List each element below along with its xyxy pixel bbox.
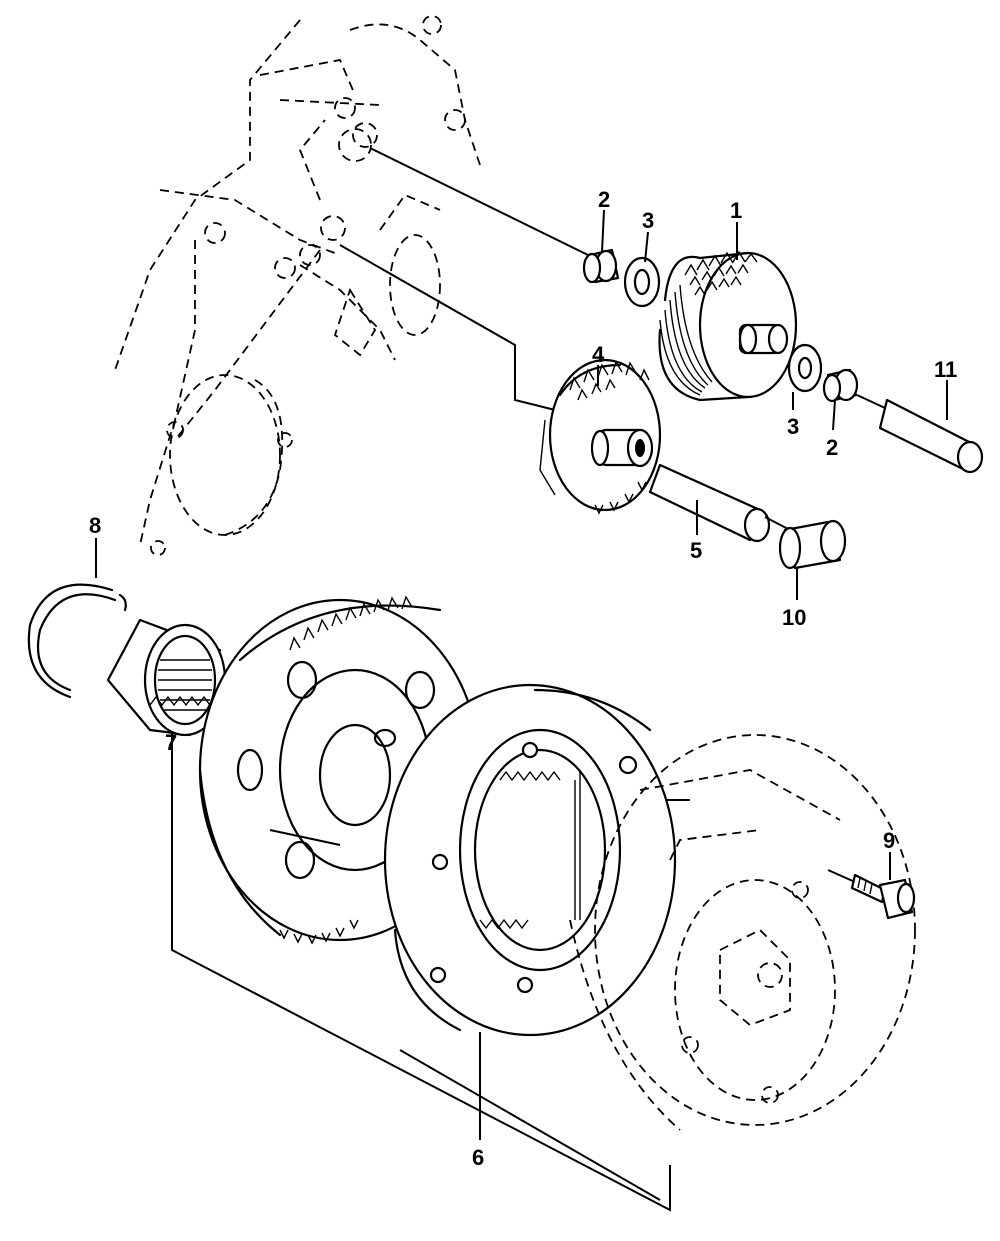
part-label-2-lower: 2 bbox=[826, 435, 838, 460]
clutch-teeth bbox=[684, 250, 758, 296]
bushing-upper bbox=[582, 248, 620, 284]
crankcase-outline bbox=[114, 15, 481, 556]
part-label-1: 1 bbox=[730, 198, 742, 223]
part-label-4: 4 bbox=[592, 342, 605, 367]
bushing-10 bbox=[778, 519, 847, 570]
bushing-lower bbox=[822, 368, 859, 403]
part-label-10: 10 bbox=[782, 605, 806, 630]
shaft-5 bbox=[648, 463, 791, 543]
starter-clutch-6 bbox=[383, 683, 677, 1037]
snap-ring-8 bbox=[27, 583, 127, 699]
part-label-8: 8 bbox=[89, 513, 101, 538]
bolt-9 bbox=[827, 869, 916, 920]
part-label-6: 6 bbox=[472, 1145, 484, 1170]
part-label-5: 5 bbox=[690, 538, 702, 563]
washer-upper bbox=[623, 256, 661, 308]
part-label-7: 7 bbox=[165, 730, 177, 755]
flywheel-outline bbox=[569, 734, 916, 1131]
part-labels: 1 2 3 4 11 3 2 5 10 8 7 9 6 bbox=[89, 187, 957, 1170]
part-label-3-lower: 3 bbox=[787, 414, 799, 439]
washer-lower bbox=[787, 343, 823, 393]
part-label-2-upper: 2 bbox=[598, 187, 610, 212]
gear-4 bbox=[539, 358, 662, 515]
gear-4-teeth bbox=[569, 360, 650, 515]
clutch-assembly bbox=[658, 250, 798, 402]
part-label-9: 9 bbox=[883, 828, 895, 853]
shaft-11 bbox=[856, 394, 984, 474]
part-label-11: 11 bbox=[934, 357, 957, 382]
part-label-3-upper: 3 bbox=[642, 208, 654, 233]
needle-bearing-7 bbox=[106, 618, 227, 737]
driven-gear-teeth bbox=[279, 595, 413, 945]
label-leaders bbox=[95, 209, 948, 1212]
